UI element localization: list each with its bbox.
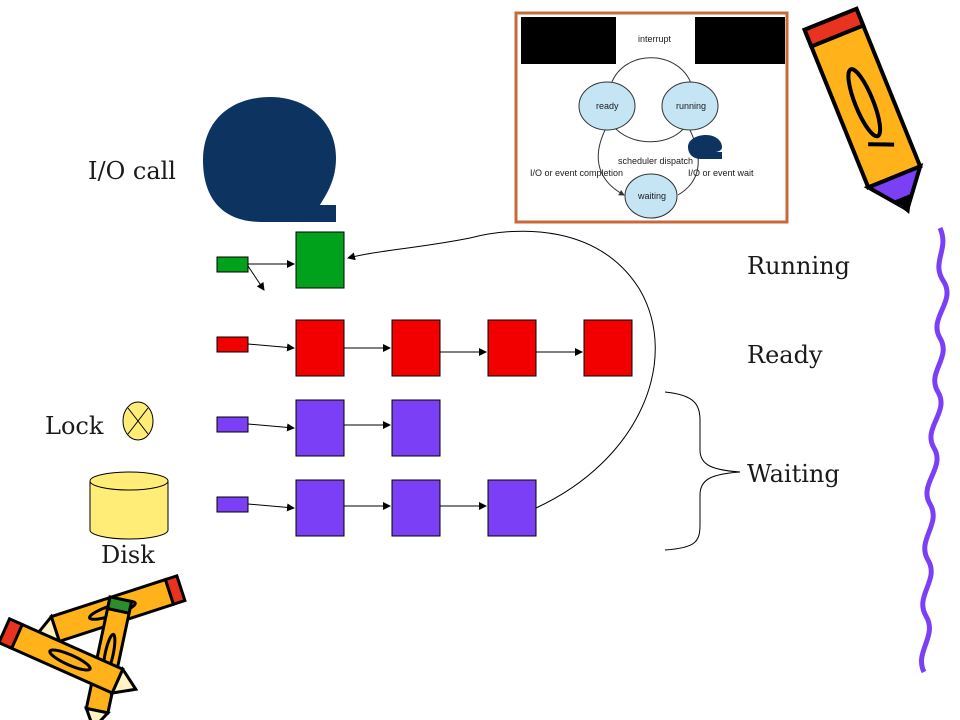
running-process [295,231,345,289]
disk-wait-process-2 [391,479,441,537]
inset-ready-label: ready [596,101,619,111]
lock-wait-process-1 [295,399,345,457]
lock-icon [122,401,154,441]
state-diagram-inset: interrupt ready running waiting schedule… [514,11,789,224]
crossed-pencils-icon [0,573,187,720]
ready-queue-head [216,336,249,353]
lock-label: Lock [45,412,104,440]
cpu-blob [203,97,336,222]
waiting-label: Waiting [747,460,840,488]
inset-waiting-label: waiting [637,191,666,201]
ready-process-2 [391,319,441,377]
inset-ready-state [578,81,636,131]
inset-running-label: running [676,101,706,111]
io-completion-curve [347,230,656,509]
pencil-icon [801,6,924,214]
disk-wait-process-3 [487,479,537,537]
running-label: Running [747,252,850,280]
inset-cpu-blob [688,135,722,159]
io-call-label: I/O call [88,157,176,185]
disk-icon [89,471,169,540]
disk-queue-head [216,496,249,513]
squiggle-border [919,226,950,674]
lock-queue-head [216,416,249,433]
ready-process-4 [583,319,633,377]
running-queue-head [216,256,249,273]
ready-label: Ready [747,341,823,369]
inset-running-state [661,81,719,131]
inset-interrupt-label: interrupt [638,34,672,44]
inset-io-wait-label: I/O or event wait [688,168,754,178]
inset-io-completion-label: I/O or event completion [530,168,623,178]
ready-process-3 [487,319,537,377]
inset-dispatch-label: scheduler dispatch [618,156,693,166]
ready-process-1 [295,319,345,377]
lock-wait-process-2 [391,399,441,457]
inset-waiting-state [624,173,678,219]
disk-label: Disk [101,541,155,569]
waiting-brace [664,391,741,551]
disk-wait-process-1 [295,479,345,537]
